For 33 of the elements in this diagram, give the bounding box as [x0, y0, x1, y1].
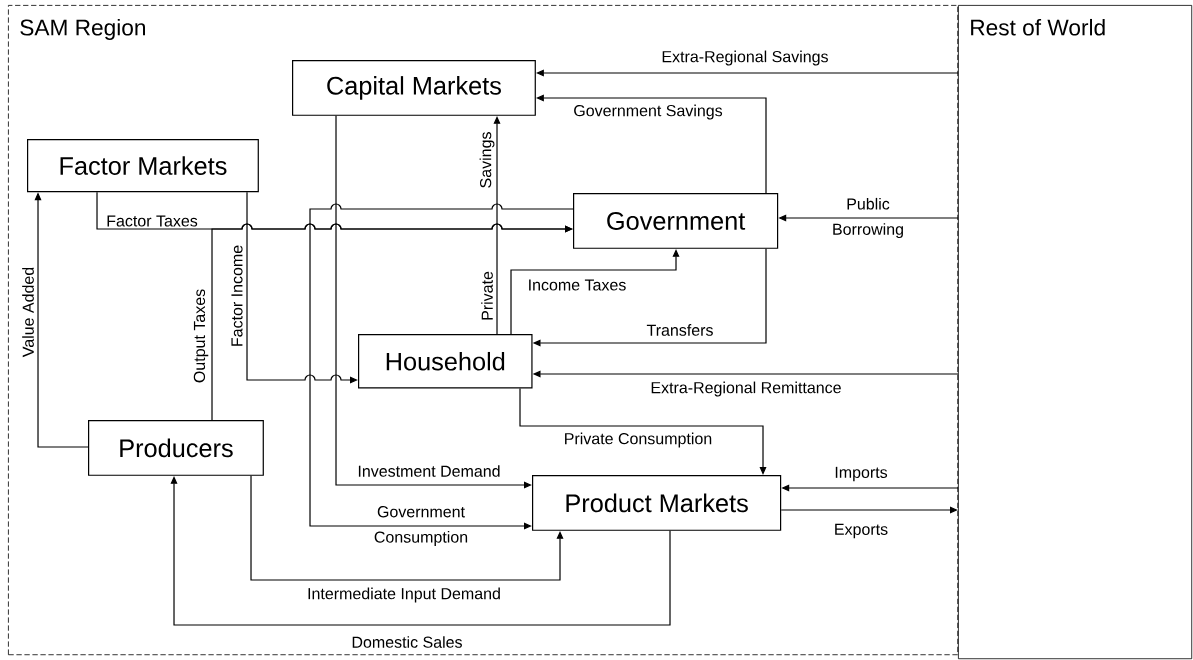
edge-label: Extra-Regional Remittance	[651, 381, 841, 397]
edge-label: Government Savings	[574, 104, 723, 120]
arrow	[246, 191, 358, 384]
arrow	[250, 475, 564, 581]
arrow	[335, 115, 532, 489]
process-box: Producers	[88, 420, 264, 476]
flow-label: Private	[481, 271, 493, 320]
edge-label: Imports	[835, 466, 888, 482]
edge-label: Factor Taxes	[107, 215, 198, 227]
edge-label: Domestic Sales	[352, 636, 462, 648]
edge-label: Public Borrowing	[833, 197, 903, 239]
process-box: Household	[358, 334, 533, 389]
edge-label: Income Taxes	[529, 279, 626, 291]
process-box: Factor Markets	[27, 139, 259, 193]
arrow	[309, 203, 574, 530]
process-box: Product Markets	[532, 475, 782, 531]
edge-label: Exports	[835, 523, 888, 539]
arrow	[211, 223, 573, 421]
process-box: Government	[573, 193, 779, 249]
region-box: Rest of World	[958, 5, 1193, 660]
arrow	[519, 387, 767, 475]
arrow	[780, 506, 958, 514]
process-box: Capital Markets	[292, 60, 536, 116]
edge-label: Transfers	[646, 324, 713, 336]
edge-label: Government Consumption	[374, 506, 468, 546]
edge-label: Investment Demand	[358, 465, 500, 477]
edge-label: Savings	[479, 132, 495, 188]
edge-label: Output Taxes	[193, 289, 209, 383]
edge-label: Private Consumption	[565, 432, 712, 448]
edge-label: Value Added	[22, 267, 34, 358]
edge-label: Extra-Regional Savings	[662, 50, 828, 66]
edge-label: Intermediate Input Demand	[308, 587, 500, 603]
edge-label: Factor Income	[231, 245, 243, 346]
